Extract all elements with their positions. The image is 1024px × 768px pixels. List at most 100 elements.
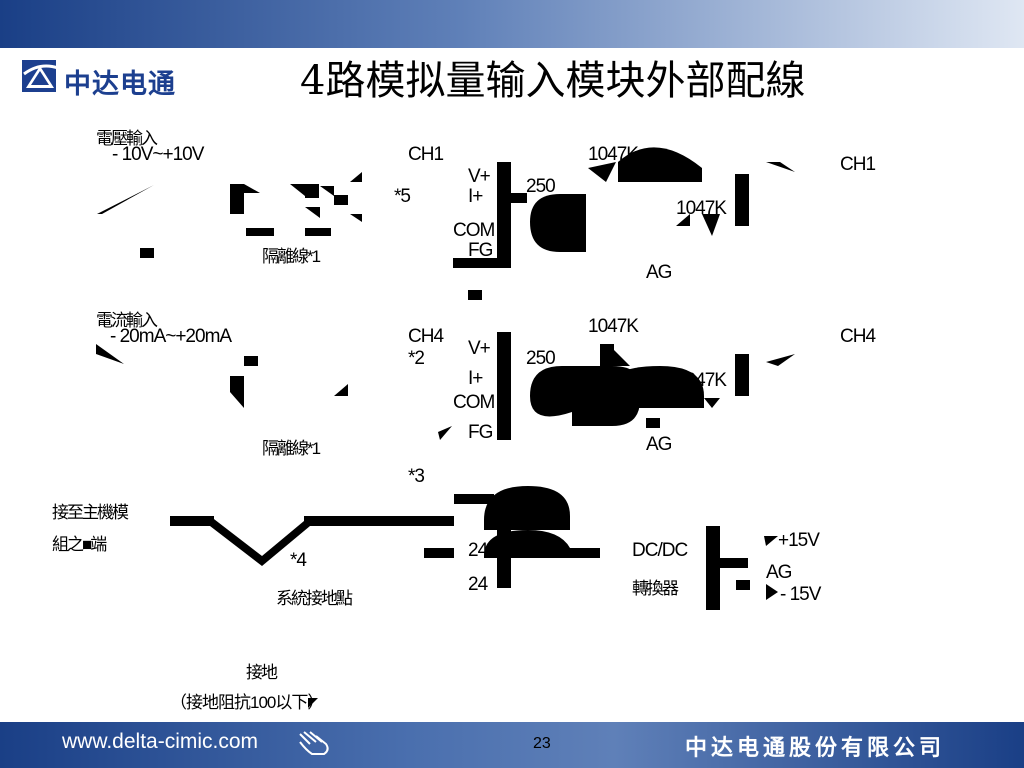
terminal-block: [305, 228, 331, 236]
minus15-arrow-icon: [766, 584, 778, 600]
fg-label: FG: [468, 422, 493, 443]
plus15-arrow-icon: [764, 536, 778, 546]
iplus-label: I+: [468, 186, 483, 207]
page-title: 4路模拟量输入模块外部配線: [300, 58, 806, 104]
power-wire: [424, 548, 454, 558]
note-2-label: *2: [408, 348, 425, 369]
ch1-terminal-bar: [453, 258, 511, 268]
pointing-hand-icon: [299, 731, 329, 755]
connect-module-label: 組之■端: [52, 535, 107, 554]
ch1-resistor-shape: [702, 214, 720, 236]
ch1-resistor-shape: [588, 162, 616, 182]
terminal-block: [350, 172, 362, 182]
power-wire: [304, 516, 454, 526]
ch4-resistor-shape: [615, 366, 704, 408]
footer-bar: [0, 722, 1024, 768]
terminal-block: [230, 376, 244, 392]
terminal-block: [244, 356, 258, 366]
terminal-block: [305, 184, 319, 198]
ch1-terminal-bar: [497, 162, 511, 268]
voltage-24-label: 24: [468, 574, 488, 595]
ch4-resistor-shape: [600, 344, 614, 366]
company-logo: 中达电通: [20, 58, 210, 100]
ground-label: 接地: [246, 663, 278, 682]
resistor-1047k-label: 1047K: [676, 198, 727, 219]
terminal-block: [246, 228, 274, 236]
ch4-terminal-bar: [497, 332, 511, 440]
terminal-block: [334, 384, 348, 396]
resistor-1047k-label: 1047K: [588, 144, 639, 165]
note-5-label: *5: [394, 186, 411, 207]
ch1-resistor-shape: [676, 214, 690, 226]
ch4-right-label: CH4: [840, 326, 876, 347]
ch1-left-label: CH1: [408, 144, 444, 165]
power-wire: [454, 494, 494, 504]
ch1-resistor-shape: [618, 147, 702, 182]
ch1-right-label: CH1: [840, 154, 876, 175]
vplus-label: V+: [468, 338, 491, 359]
ch1-terminal-bar: [511, 193, 527, 203]
ch4-left-label: CH4: [408, 326, 444, 347]
ground-arrow-icon: [308, 698, 318, 708]
terminal-block: [290, 184, 305, 196]
connect-module-label: 接至主機模: [52, 503, 129, 522]
note-4-label: *4: [290, 550, 307, 571]
ground-resistance-label: （接地阻抗100以下）: [170, 693, 324, 712]
ch1-amplifier-shape: [530, 194, 586, 252]
voltage-24-label: 24: [468, 540, 488, 561]
terminal-block: [350, 214, 362, 222]
vplus-label: V+: [468, 166, 491, 187]
terminal-block: [320, 186, 334, 196]
plus15-label: +15V: [778, 530, 820, 551]
logo-text: 中达电通: [64, 69, 176, 100]
current-range-label: - 20mA~+20mA: [110, 326, 232, 347]
dcdc-label: DC/DC: [632, 540, 688, 561]
power-supply-shape: [484, 530, 600, 558]
delta-logo-icon: [22, 60, 59, 92]
com-label: COM: [453, 392, 495, 413]
resistor-1047k-label: 1047K: [676, 370, 727, 391]
ch4-resistor-shape: [614, 350, 630, 366]
note-3-label: *3: [408, 466, 425, 487]
ag-label: AG: [646, 434, 672, 455]
dcdc-terminal-bar: [706, 526, 720, 610]
minus15-label: - 15V: [780, 584, 821, 605]
terminal-block: [230, 392, 244, 408]
terminal-block: [305, 207, 320, 218]
terminal-block: [230, 184, 244, 214]
terminal-block: [140, 248, 154, 258]
ag-label: AG: [646, 262, 672, 283]
ch1-output-bar: [735, 174, 749, 226]
ag-label: AG: [766, 562, 792, 583]
shield-wire-label: 隔離線*1: [262, 439, 321, 458]
terminal-block: [334, 195, 348, 205]
voltage-range-label: - 10V~+10V: [112, 144, 204, 165]
power-wire: [170, 516, 214, 526]
ch4-output-bar: [735, 354, 749, 396]
voltage-input-label: 電壓輸入: [96, 129, 158, 148]
iplus-label: I+: [468, 368, 483, 389]
current-wire-shape: [96, 344, 124, 364]
ground-v-wire: [210, 516, 310, 566]
terminal-block: [438, 426, 452, 440]
ch4-ground-mark: [646, 418, 660, 428]
header-bar: [0, 0, 1024, 48]
system-ground-label: 系統接地點: [276, 589, 353, 608]
resistor-1047k-label: 1047K: [588, 316, 639, 337]
converter-label: 轉換器: [632, 579, 679, 598]
ch4-output-bar: [704, 398, 720, 408]
dcdc-terminal-bar: [720, 558, 748, 568]
com-label: COM: [453, 220, 495, 241]
resistor-250-label: 250: [526, 176, 556, 197]
footer-company-name: 中达电通股份有限公司: [685, 736, 946, 761]
website-url[interactable]: www.delta-cimic.com: [62, 730, 259, 753]
resistor-250-label: 250: [526, 348, 556, 369]
fg-label: FG: [468, 240, 493, 261]
page-number: 23: [533, 735, 551, 752]
voltage-wire-shape: [97, 185, 154, 214]
ch1-output-bar: [766, 162, 795, 172]
terminal-block: [244, 184, 260, 193]
ch4-amplifier-shape: [530, 366, 640, 426]
power-supply-shape: [484, 486, 570, 530]
